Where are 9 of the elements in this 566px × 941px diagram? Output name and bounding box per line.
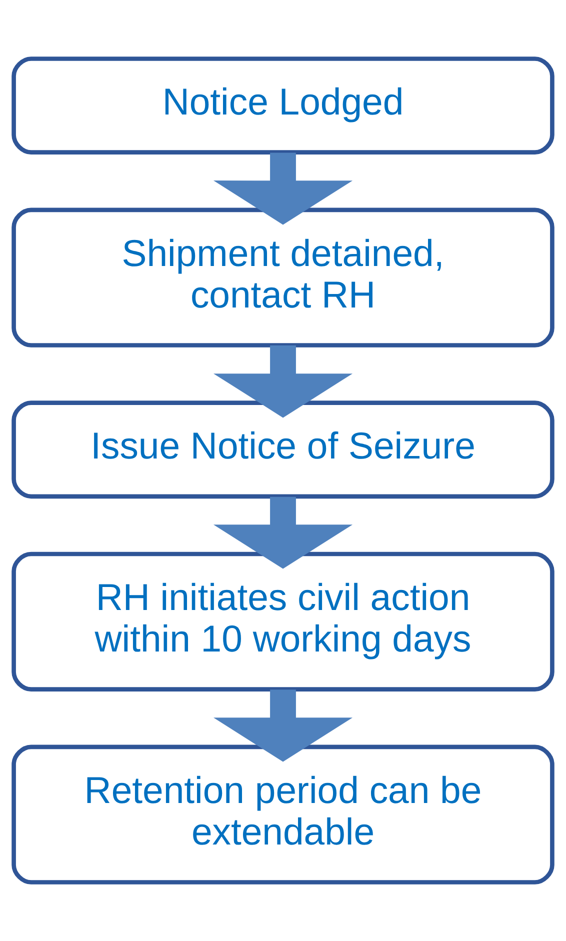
node-box: Notice Lodged [12,56,554,154]
arrow [213,152,353,225]
node-box: Issue Notice of Seizure [12,400,554,499]
arrow [214,690,353,762]
arrow [214,345,353,418]
arrow [213,496,353,569]
node-box: Shipment detained, contact RH [12,208,554,348]
node-box: RH initiates civil action within 10 working days [12,552,554,692]
node-box: Retention period can be extendable [12,744,554,884]
